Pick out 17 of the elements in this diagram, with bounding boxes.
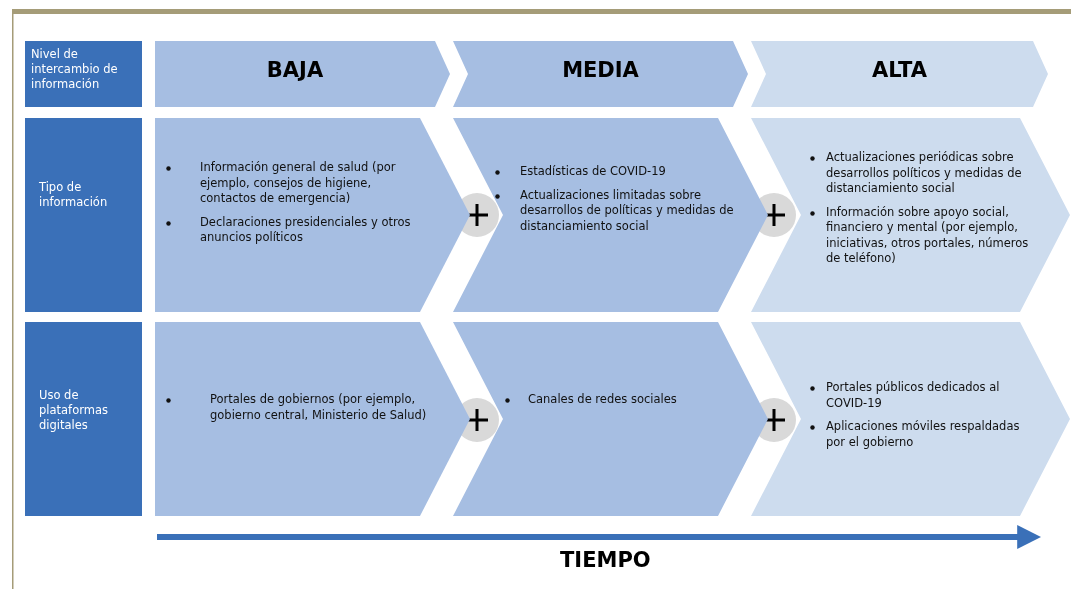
bullet-item: Actualizaciones periódicas sobre desarrollos políticos y medidas de distanciamiento social — [826, 150, 1022, 196]
bullet-item: Información general de salud (por ejemplo, consejos de higiene, contactos de emergencia) — [200, 160, 396, 206]
row-header-box: Uso de plataformas digitales — [25, 322, 142, 516]
level-heading: ALTA — [870, 58, 929, 82]
bullet-item: Declaraciones presidenciales y otros anuncios políticos — [200, 214, 411, 245]
bullet-item: Portales de gobiernos (por ejemplo, gobierno central, Ministerio de Salud) — [210, 392, 427, 422]
bullet-item: Información sobre apoyo social, financiero y mental (por ejemplo, iniciativas, otros portales, números de teléfono) — [826, 204, 1029, 266]
bullet-item: Estadísticas de COVID-19 — [520, 164, 666, 178]
bullet-item: Actualizaciones limitadas sobre desarrollos de políticas y medidas de distanciamiento social — [520, 187, 734, 233]
axis-label: TIEMPO — [560, 548, 651, 572]
bullet-item: Canales de redes sociales — [528, 392, 677, 406]
level-heading: MEDIA — [561, 58, 640, 82]
row-header-box: Nivel de intercambio de información — [25, 41, 142, 107]
bullet-item: Portales públicos dedicados al COVID-19 — [826, 380, 1000, 410]
row-header-box: Tipo de información — [25, 118, 142, 312]
bullet-item: Aplicaciones móviles respaldadas por el gobierno — [826, 419, 1020, 449]
level-heading: BAJA — [265, 58, 325, 82]
